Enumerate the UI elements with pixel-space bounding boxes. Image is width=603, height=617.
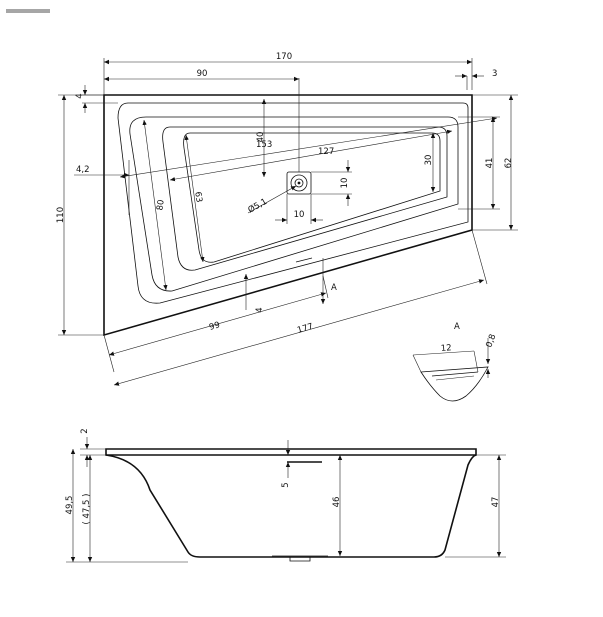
dim-63: 63 [184, 134, 205, 263]
section-mark-a: A [320, 258, 337, 304]
dimension-label: 4,2 [76, 165, 90, 175]
dimension-label: 0,8 [484, 333, 498, 349]
dim-170: 170 [103, 52, 473, 95]
dimension-label: 47 [491, 497, 501, 508]
dim-62: 62 [472, 94, 518, 231]
dimension-label: 3 [492, 69, 497, 79]
dimension-label: 12 [441, 343, 452, 354]
dimension-label: 49,5 [65, 496, 75, 515]
dim-40: 40 [256, 99, 267, 177]
dimension-label: 5 [281, 482, 291, 487]
dim-46: 46 [332, 455, 343, 556]
dimension-label: A [454, 322, 460, 332]
dim-4-2: 4,2 [74, 160, 130, 215]
dimension-label: 80 [155, 199, 166, 211]
dim-49-5: 49,5 [65, 449, 188, 563]
dimension-label: 177 [296, 322, 314, 336]
dim-diameter-5-1: Ø5,1 [246, 185, 297, 216]
dimension-label: 41 [485, 158, 495, 169]
dimension-label: 10 [340, 178, 350, 189]
dimension-label: 30 [424, 155, 434, 166]
drain-icon [286, 171, 312, 195]
dimension-label: 62 [504, 158, 514, 169]
dimension-label: 10 [294, 210, 305, 220]
dim-4-top: 4 [75, 85, 118, 113]
dimension-label: 90 [197, 69, 208, 79]
dimension-label: Ø5,1 [246, 196, 269, 216]
dim-47: 47 [445, 454, 506, 558]
dim-177: 177 [113, 229, 488, 386]
detail-a-profile [420, 366, 489, 402]
dim-47-5: ( 47,5 ) [82, 455, 93, 562]
dimension-label: 4 [75, 93, 85, 98]
basin-top-edge [129, 116, 459, 292]
side-view-body [105, 454, 477, 558]
dimension-label: 153 [256, 140, 272, 150]
dimension-label: 46 [332, 497, 342, 508]
top-view: 170 90 3 4 110 [56, 52, 518, 386]
dimension-label: 127 [318, 147, 334, 157]
dimension-label: 99 [208, 320, 221, 333]
dim-5: 5 [281, 440, 291, 488]
dimension-label: ( 47,5 ) [82, 494, 92, 525]
dimension-label: 63 [192, 191, 203, 203]
dim-80: 80 [142, 119, 168, 291]
dim-2: 2 [80, 428, 106, 467]
dimension-label: 2 [80, 428, 90, 433]
side-view-rim [105, 448, 477, 456]
dim-127: 127 [169, 129, 453, 182]
dimension-label: 170 [276, 52, 292, 62]
dim-110: 110 [56, 94, 104, 336]
detail-a: A 12 0,8 [412, 322, 498, 402]
dimension-label: A [331, 283, 337, 293]
dim-10-vertical: 10 [311, 160, 352, 206]
basin-floor [183, 132, 441, 263]
corner-mark [6, 9, 50, 13]
dim-3: 3 [455, 69, 497, 90]
dim-41: 41 [458, 116, 500, 210]
dim-10-horizontal: 10 [275, 194, 323, 224]
side-view: 2 49,5 ( 47,5 ) 5 46 47 [65, 428, 506, 563]
dimension-label: 110 [56, 207, 66, 223]
dim-30: 30 [424, 133, 436, 192]
dim-99: 99 [103, 275, 329, 373]
